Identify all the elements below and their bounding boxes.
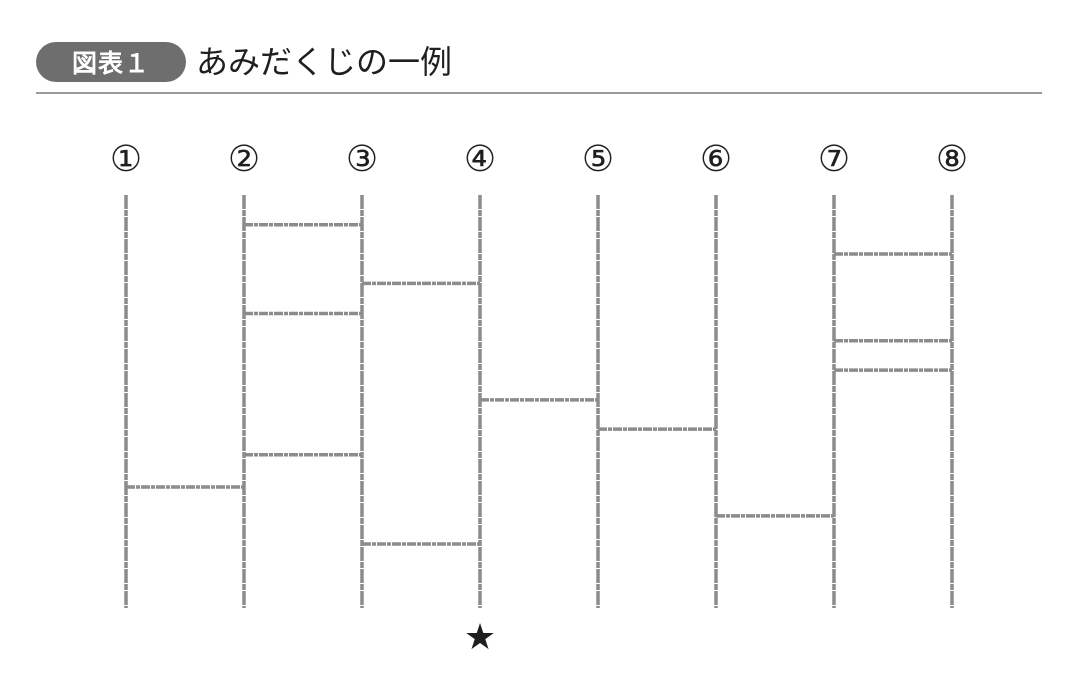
line-label-2: ② [227,139,261,180]
line-label-8: ⑧ [935,139,969,180]
line-label-4: ④ [463,139,497,180]
line-label-1: ① [109,139,143,180]
line-label-6: ⑥ [699,139,733,180]
figure-badge: 図表１ [36,42,186,82]
line-label-3: ③ [345,139,379,180]
line-label-7: ⑦ [817,139,851,180]
figure-title: あみだくじの一例 [196,43,453,81]
star-icon: ★ [463,617,497,658]
line-label-5: ⑤ [581,139,615,180]
figure-header: 図表１ あみだくじの一例 [36,40,1042,88]
header-divider [36,92,1042,94]
